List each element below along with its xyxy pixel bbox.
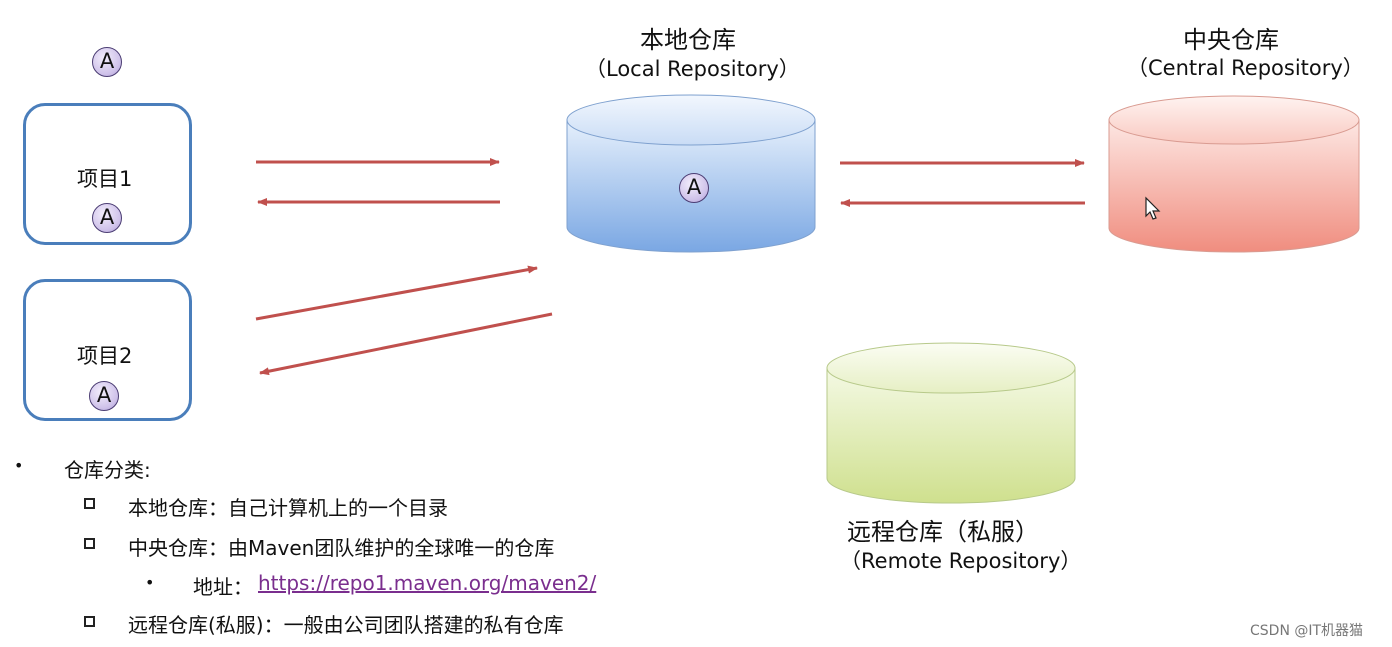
square-bullet (84, 538, 95, 549)
project-2-label: 项目2 (77, 344, 133, 368)
list-item-local: 本地仓库：自己计算机上的一个目录 (128, 496, 448, 520)
watermark-text: CSDN @IT机器猫 (1250, 623, 1364, 639)
arrow-project2-to-local (255, 265, 538, 321)
square-bullet (84, 616, 95, 627)
list-item-remote: 远程仓库(私服)：一般由公司团队搭建的私有仓库 (128, 613, 564, 637)
arrow-local-to-project2 (259, 312, 553, 376)
central-repository-cylinder (1108, 95, 1360, 253)
local-repo-artifact-badge: A (679, 173, 709, 203)
list-bullet-dot: • (145, 573, 155, 592)
mouse-cursor-icon (1145, 196, 1161, 220)
central-repo-url-link[interactable]: https://repo1.maven.org/maven2/ (258, 571, 597, 595)
central-repo-title: 中央仓库 (1183, 26, 1279, 54)
remote-repository-cylinder (826, 342, 1076, 504)
artifact-badge: A (92, 47, 122, 77)
project-1-artifact-badge: A (92, 203, 122, 233)
project-2-box: 项目2 (23, 279, 192, 421)
remote-repo-title: 远程仓库（私服） (847, 518, 1039, 546)
local-repo-title: 本地仓库 (640, 26, 736, 54)
central-repo-subtitle: （Central Repository） (1127, 56, 1364, 80)
remote-repo-subtitle: （Remote Repository） (840, 549, 1082, 573)
list-bullet-dot: • (14, 456, 24, 475)
list-item-central: 中央仓库：由Maven团队维护的全球唯一的仓库 (128, 536, 555, 560)
local-repo-subtitle: （Local Repository） (585, 57, 800, 81)
address-label: 地址： (193, 575, 253, 599)
classification-heading: 仓库分类: (64, 458, 151, 482)
square-bullet (84, 498, 95, 509)
project-2-artifact-badge: A (89, 381, 119, 411)
project-1-label: 项目1 (77, 167, 133, 191)
